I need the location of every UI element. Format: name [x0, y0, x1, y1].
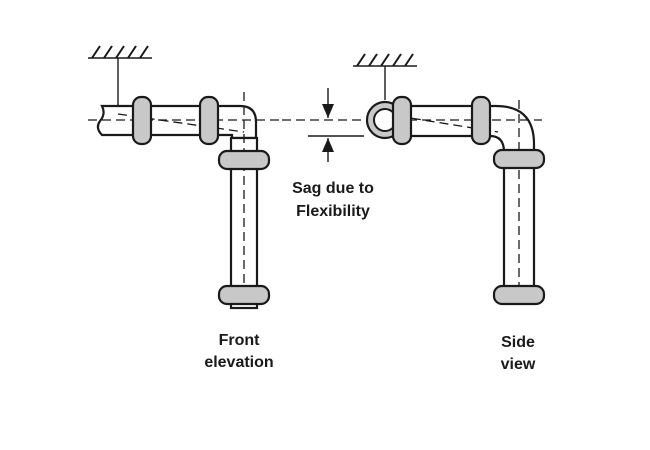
side-coupling-4: [492, 284, 546, 306]
side-coupling-1: [391, 95, 413, 146]
side-view-label-line1: Side: [501, 334, 535, 351]
sag-label-line1: Sag due to: [292, 180, 374, 197]
side-hanger-support: [353, 53, 417, 100]
front-elevation-label-line1: Front: [219, 332, 261, 349]
sag-dimension: [282, 88, 364, 162]
front-coupling-1: [131, 95, 153, 146]
front-hanger-support: [88, 45, 152, 106]
front-coupling-3: [217, 149, 271, 171]
front-elevation-view: [88, 45, 282, 310]
side-coupling-3: [492, 148, 546, 170]
front-elevation-label-line2: elevation: [204, 354, 273, 371]
sag-label-line2: Flexibility: [296, 203, 370, 220]
side-view: [352, 53, 546, 306]
front-coupling-2: [198, 95, 220, 146]
side-coupling-2: [470, 95, 492, 146]
front-coupling-4: [217, 284, 271, 306]
side-view-label-line2: view: [501, 356, 536, 373]
